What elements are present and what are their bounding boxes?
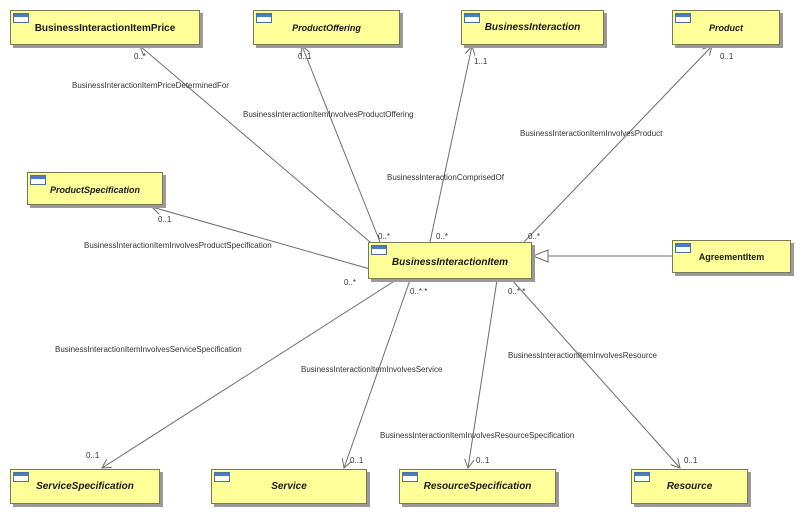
mult-item-service-source: 0..* * [410, 287, 427, 296]
class-business-interaction-item[interactable]: BusinessInteractionItem [368, 242, 532, 279]
mult-item-resource-source: 0..* * [508, 287, 525, 296]
class-business-interaction-item-price[interactable]: BusinessInteractionItemPrice [10, 10, 200, 45]
class-name: ProductSpecification [49, 185, 140, 195]
class-service-specification[interactable]: ServiceSpecification [10, 469, 160, 504]
class-name: BusinessInteraction [484, 22, 581, 33]
label-involves-service-specification: BusinessInteractionItemInvolvesServiceSp… [55, 345, 242, 354]
mult-product-offering-target: 0..1 [298, 52, 312, 61]
mult-item-product-spec-source: 0..* [344, 278, 356, 287]
class-name: ServiceSpecification [36, 481, 134, 492]
class-icon [214, 472, 230, 482]
mult-service-target: 0..1 [350, 456, 364, 465]
class-name: Product [708, 23, 743, 33]
class-icon [371, 245, 387, 255]
class-icon [634, 472, 650, 482]
class-icon [675, 13, 691, 23]
class-resource[interactable]: Resource [631, 469, 748, 504]
label-comprised-of: BusinessInteractionComprisedOf [387, 173, 505, 182]
mult-business-interaction-target: 1..1 [474, 57, 488, 66]
label-involves-service: BusinessInteractionItemInvolvesService [301, 365, 443, 374]
class-icon [13, 472, 29, 482]
label-involves-product: BusinessInteractionItemInvolvesProduct [520, 129, 663, 138]
assoc-line-service[interactable] [344, 279, 411, 468]
mult-product-specification-target: 0..1 [158, 215, 172, 224]
mult-service-specification-target: 0..1 [86, 451, 100, 460]
assoc-line-price[interactable] [140, 46, 371, 243]
class-business-interaction[interactable]: BusinessInteraction [461, 10, 604, 45]
label-price-determined-for: BusinessInteractionItemPriceDeterminedFo… [72, 81, 229, 90]
class-name: BusinessInteractionItem [391, 257, 509, 268]
label-involves-product-specification: BusinessInteractionItemInvolvesProductSp… [84, 241, 272, 250]
mult-resource-specification-target: 0..1 [476, 456, 490, 465]
assoc-line-product-offering[interactable] [302, 46, 381, 243]
label-involves-resource: BusinessInteractionItemInvolvesResource [508, 351, 658, 360]
assoc-line-service-specification[interactable] [102, 279, 397, 468]
label-involves-resource-specification: BusinessInteractionItemInvolvesResourceS… [380, 431, 574, 440]
mult-item-comprised-source: 0..* [436, 232, 448, 241]
class-icon [464, 13, 480, 23]
class-icon [30, 175, 46, 185]
class-resource-specification[interactable]: ResourceSpecification [399, 469, 556, 504]
class-name: AgreementItem [698, 252, 765, 262]
mult-product-target: 0..1 [720, 52, 734, 61]
class-icon [256, 13, 272, 23]
class-product-specification[interactable]: ProductSpecification [27, 172, 163, 205]
class-product[interactable]: Product [672, 10, 780, 45]
mult-item-price-source: 0..* [378, 232, 390, 241]
class-icon [402, 472, 418, 482]
class-product-offering[interactable]: ProductOffering [253, 10, 400, 45]
class-name: BusinessInteractionItemPrice [34, 23, 176, 34]
class-name: ResourceSpecification [423, 481, 532, 492]
assoc-line-product[interactable] [523, 46, 712, 243]
mult-price-target: 0..* [134, 52, 146, 61]
generalization-arrowhead [531, 249, 549, 263]
assoc-line-resource-specification[interactable] [468, 279, 498, 468]
class-name: Resource [666, 481, 713, 492]
mult-item-product-source: 0..* [528, 232, 540, 241]
mult-resource-target: 0..1 [684, 456, 698, 465]
class-agreement-item[interactable]: AgreementItem [672, 240, 791, 273]
assoc-line-product-specification[interactable] [152, 207, 371, 270]
label-involves-product-offering: BusinessInteractionItemInvolvesProductOf… [243, 110, 414, 119]
class-icon [13, 13, 29, 23]
class-name: Service [271, 481, 307, 492]
class-name: ProductOffering [292, 23, 361, 33]
class-service[interactable]: Service [211, 469, 367, 504]
assoc-line-comprised-of[interactable] [429, 46, 472, 243]
assoc-line-resource[interactable] [511, 279, 680, 468]
class-icon [675, 243, 691, 253]
